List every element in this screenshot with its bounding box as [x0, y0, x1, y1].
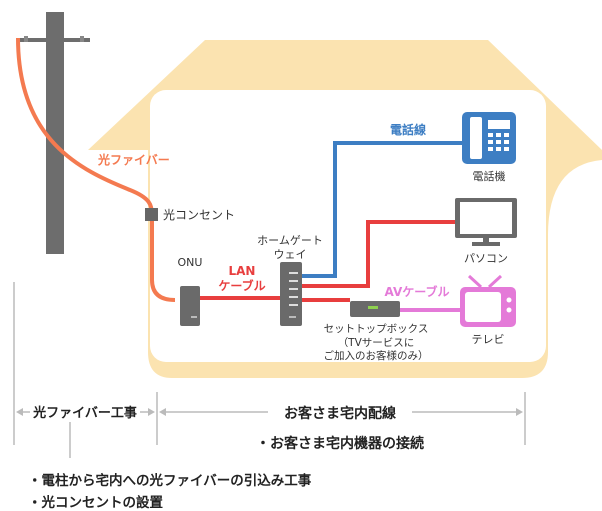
onu-device-icon [180, 286, 200, 326]
lan-label-line2: ケーブル [218, 278, 265, 293]
av-cable-label: AVケーブル [384, 284, 449, 299]
right-note: ・お客さま宅内機器の接続 [256, 435, 424, 452]
left-note-1: ・電柱から宅内への光ファイバーの引込み工事 [28, 473, 312, 489]
pc-cable [300, 220, 466, 288]
gateway-label-line1: ホームゲート [257, 234, 323, 247]
phone-line-label: 電話線 [390, 122, 426, 137]
tv-label: テレビ [472, 333, 505, 346]
left-note-2: ・光コンセントの設置 [28, 495, 163, 511]
phone-cable [300, 141, 462, 278]
pc-label: パソコン [464, 252, 508, 265]
phone-label: 電話機 [473, 169, 506, 183]
house-interior [150, 90, 546, 362]
range-left-label: 光ファイバー工事 [32, 405, 137, 421]
fiber-label: 光ファイバー [97, 152, 170, 167]
fiber-cable [16, 37, 176, 302]
lan-label-line1: LAN [229, 264, 256, 278]
pc-monitor-icon [455, 198, 517, 246]
range-right-label: お客さま宅内配線 [284, 405, 396, 422]
optical-outlet-icon [145, 208, 158, 221]
range-markers [13, 282, 526, 458]
range-arrowheads [16, 408, 523, 416]
set-top-box-icon [350, 301, 400, 317]
gateway-label-line2: ウェイ [274, 248, 307, 261]
utility-pole [18, 12, 90, 254]
stb-label-line1: セットトップボックス [324, 323, 429, 335]
outlet-label: 光コンセント [163, 208, 235, 222]
telephone-icon [462, 112, 516, 164]
stb-label-line2: （TVサービスに [338, 337, 415, 349]
stb-label-line3: ご加入のお客様のみ） [324, 349, 429, 362]
onu-label: ONU [178, 256, 203, 269]
tv-icon [460, 274, 516, 327]
home-gateway-icon [280, 262, 302, 326]
